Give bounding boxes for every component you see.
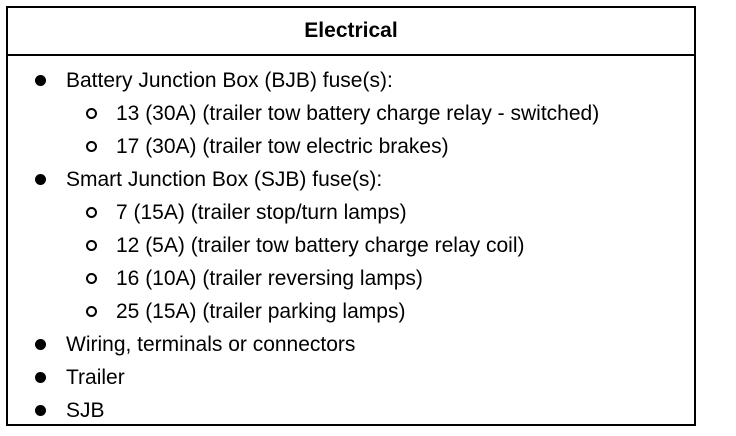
- list-item: 17 (30A) (trailer tow electric brakes): [8, 130, 694, 163]
- list-item: Smart Junction Box (SJB) fuse(s):: [8, 163, 694, 196]
- table-header-title: Electrical: [8, 8, 694, 56]
- list-item: 25 (15A) (trailer parking lamps): [8, 295, 694, 328]
- hollow-bullet-icon: [86, 306, 97, 317]
- list-item-text: 16 (10A) (trailer reversing lamps): [116, 267, 423, 290]
- check-list: Battery Junction Box (BJB) fuse(s): 13 (…: [8, 64, 694, 427]
- list-item-text: Wiring, terminals or connectors: [66, 333, 356, 356]
- filled-bullet-icon: [35, 339, 46, 350]
- filled-bullet-icon: [35, 174, 46, 185]
- list-item-text: 13 (30A) (trailer tow battery charge rel…: [116, 102, 600, 125]
- list-item: Trailer: [8, 361, 694, 394]
- hollow-bullet-icon: [86, 108, 97, 119]
- list-item: Battery Junction Box (BJB) fuse(s):: [8, 64, 694, 97]
- list-item-text: Trailer: [66, 366, 125, 389]
- list-item-text: 7 (15A) (trailer stop/turn lamps): [116, 201, 407, 224]
- hollow-bullet-icon: [86, 240, 97, 251]
- list-item-text: 12 (5A) (trailer tow battery charge rela…: [116, 234, 525, 257]
- list-item: 7 (15A) (trailer stop/turn lamps): [8, 196, 694, 229]
- list-item: Wiring, terminals or connectors: [8, 328, 694, 361]
- list-item: SJB: [8, 394, 694, 427]
- list-item-text: Smart Junction Box (SJB) fuse(s):: [66, 168, 383, 191]
- hollow-bullet-icon: [86, 207, 97, 218]
- filled-bullet-icon: [35, 405, 46, 416]
- electrical-table: Electrical Battery Junction Box (BJB) fu…: [6, 6, 696, 426]
- list-item: 16 (10A) (trailer reversing lamps): [8, 262, 694, 295]
- filled-bullet-icon: [35, 75, 46, 86]
- list-item-text: Battery Junction Box (BJB) fuse(s):: [66, 69, 393, 92]
- list-item: 12 (5A) (trailer tow battery charge rela…: [8, 229, 694, 262]
- filled-bullet-icon: [35, 372, 46, 383]
- list-item: 13 (30A) (trailer tow battery charge rel…: [8, 97, 694, 130]
- hollow-bullet-icon: [86, 273, 97, 284]
- list-item-text: 17 (30A) (trailer tow electric brakes): [116, 135, 449, 158]
- hollow-bullet-icon: [86, 141, 97, 152]
- list-item-text: SJB: [66, 399, 105, 422]
- list-item-text: 25 (15A) (trailer parking lamps): [116, 300, 406, 323]
